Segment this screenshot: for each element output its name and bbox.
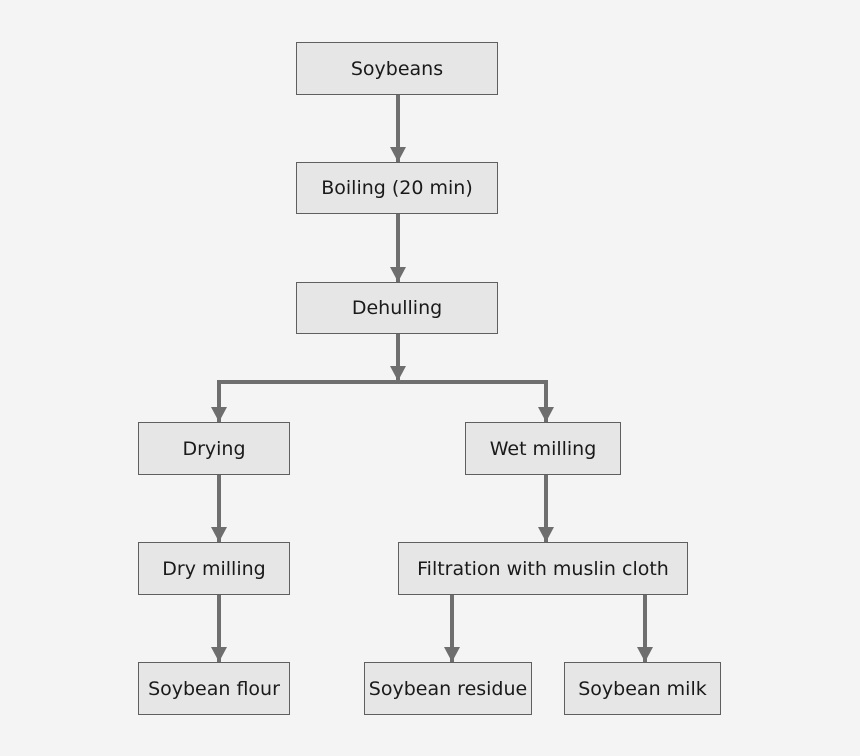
node-dry-milling-label: Dry milling [162, 557, 266, 580]
node-soybean-flour: Soybean flour [138, 662, 290, 715]
node-soybean-residue-label: Soybean residue [368, 677, 528, 700]
node-boiling-label: Boiling (20 min) [321, 177, 473, 199]
node-dehulling-label: Dehulling [351, 297, 443, 319]
arrowhead-wet-milling-to-filtration [538, 527, 554, 542]
arrowhead-boiling-to-dehulling [390, 267, 406, 282]
arrowhead-filtration-to-soybean-milk [637, 647, 653, 662]
node-soybeans: Soybeans [296, 42, 498, 95]
arrowhead-branch-to-drying [211, 407, 227, 422]
arrowhead-branch-to-wet-milling [538, 407, 554, 422]
node-dehulling: Dehulling [296, 282, 498, 334]
node-drying: Drying [138, 422, 290, 475]
node-soybean-milk: Soybean milk [564, 662, 721, 715]
node-wet-milling: Wet milling [465, 422, 621, 475]
node-wet-milling-label: Wet milling [489, 437, 597, 460]
arrowhead-dry-milling-to-soybean-flour [211, 647, 227, 662]
node-soybean-flour-label: Soybean flour [148, 677, 280, 700]
node-filtration: Filtration with muslin cloth [398, 542, 688, 595]
node-boiling: Boiling (20 min) [296, 162, 498, 214]
arrowhead-filtration-to-soybean-residue [444, 647, 460, 662]
arrowhead-drying-to-dry-milling [211, 527, 227, 542]
node-filtration-label: Filtration with muslin cloth [417, 557, 669, 580]
arrowhead-soybeans-to-boiling [390, 147, 406, 162]
node-drying-label: Drying [182, 437, 246, 460]
node-soybean-residue: Soybean residue [364, 662, 532, 715]
node-dry-milling: Dry milling [138, 542, 290, 595]
node-soybean-milk-label: Soybean milk [578, 677, 707, 700]
node-soybeans-label: Soybeans [350, 57, 444, 80]
arrowhead-dehulling-to-branch [390, 366, 406, 381]
